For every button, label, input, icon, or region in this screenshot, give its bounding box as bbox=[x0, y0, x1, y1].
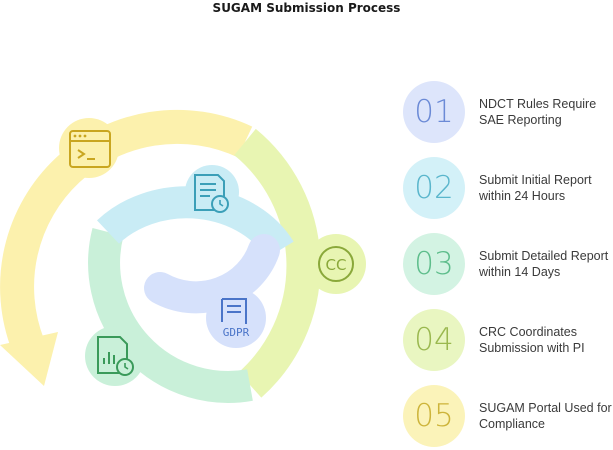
inner-blue-curl bbox=[144, 234, 280, 314]
step-3: 03 Submit Detailed Report within 14 Days bbox=[403, 233, 613, 295]
gdpr-document-icon: GDPR bbox=[206, 288, 266, 348]
terminal-window-icon bbox=[59, 118, 119, 178]
cc-badge-icon: CC bbox=[306, 234, 366, 294]
step-number-badge: 01 bbox=[403, 81, 465, 143]
step-2: 02 Submit Initial Report within 24 Hours bbox=[403, 157, 613, 219]
step-number-badge: 05 bbox=[403, 385, 465, 447]
outer-arc-arrowhead bbox=[0, 332, 58, 386]
spiral-process-diagram: CC GDPR bbox=[0, 109, 366, 403]
chart-document-clock-icon bbox=[85, 326, 145, 386]
step-number-badge: 04 bbox=[403, 309, 465, 371]
step-5: 05 SUGAM Portal Used for Compliance bbox=[403, 385, 613, 447]
document-clock-icon bbox=[185, 165, 239, 219]
step-4: 04 CRC Coordinates Submission with PI bbox=[403, 309, 613, 371]
step-number-badge: 02 bbox=[403, 157, 465, 219]
outer-yellow-arc bbox=[0, 109, 253, 352]
step-label: CRC Coordinates Submission with PI bbox=[479, 325, 585, 355]
page-title: SUGAM Submission Process bbox=[212, 1, 401, 15]
gdpr-label: GDPR bbox=[223, 326, 250, 339]
outer-green-arc bbox=[233, 128, 321, 398]
step-1: 01 NDCT Rules Require SAE Reporting bbox=[403, 81, 613, 143]
step-label: SUGAM Portal Used for Compliance bbox=[479, 401, 612, 431]
step-number-badge: 03 bbox=[403, 233, 465, 295]
step-label: NDCT Rules Require SAE Reporting bbox=[479, 97, 597, 127]
step-label: Submit Initial Report within 24 Hours bbox=[479, 173, 592, 203]
step-label: Submit Detailed Report within 14 Days bbox=[479, 249, 609, 279]
cc-badge-text: CC bbox=[326, 256, 347, 274]
